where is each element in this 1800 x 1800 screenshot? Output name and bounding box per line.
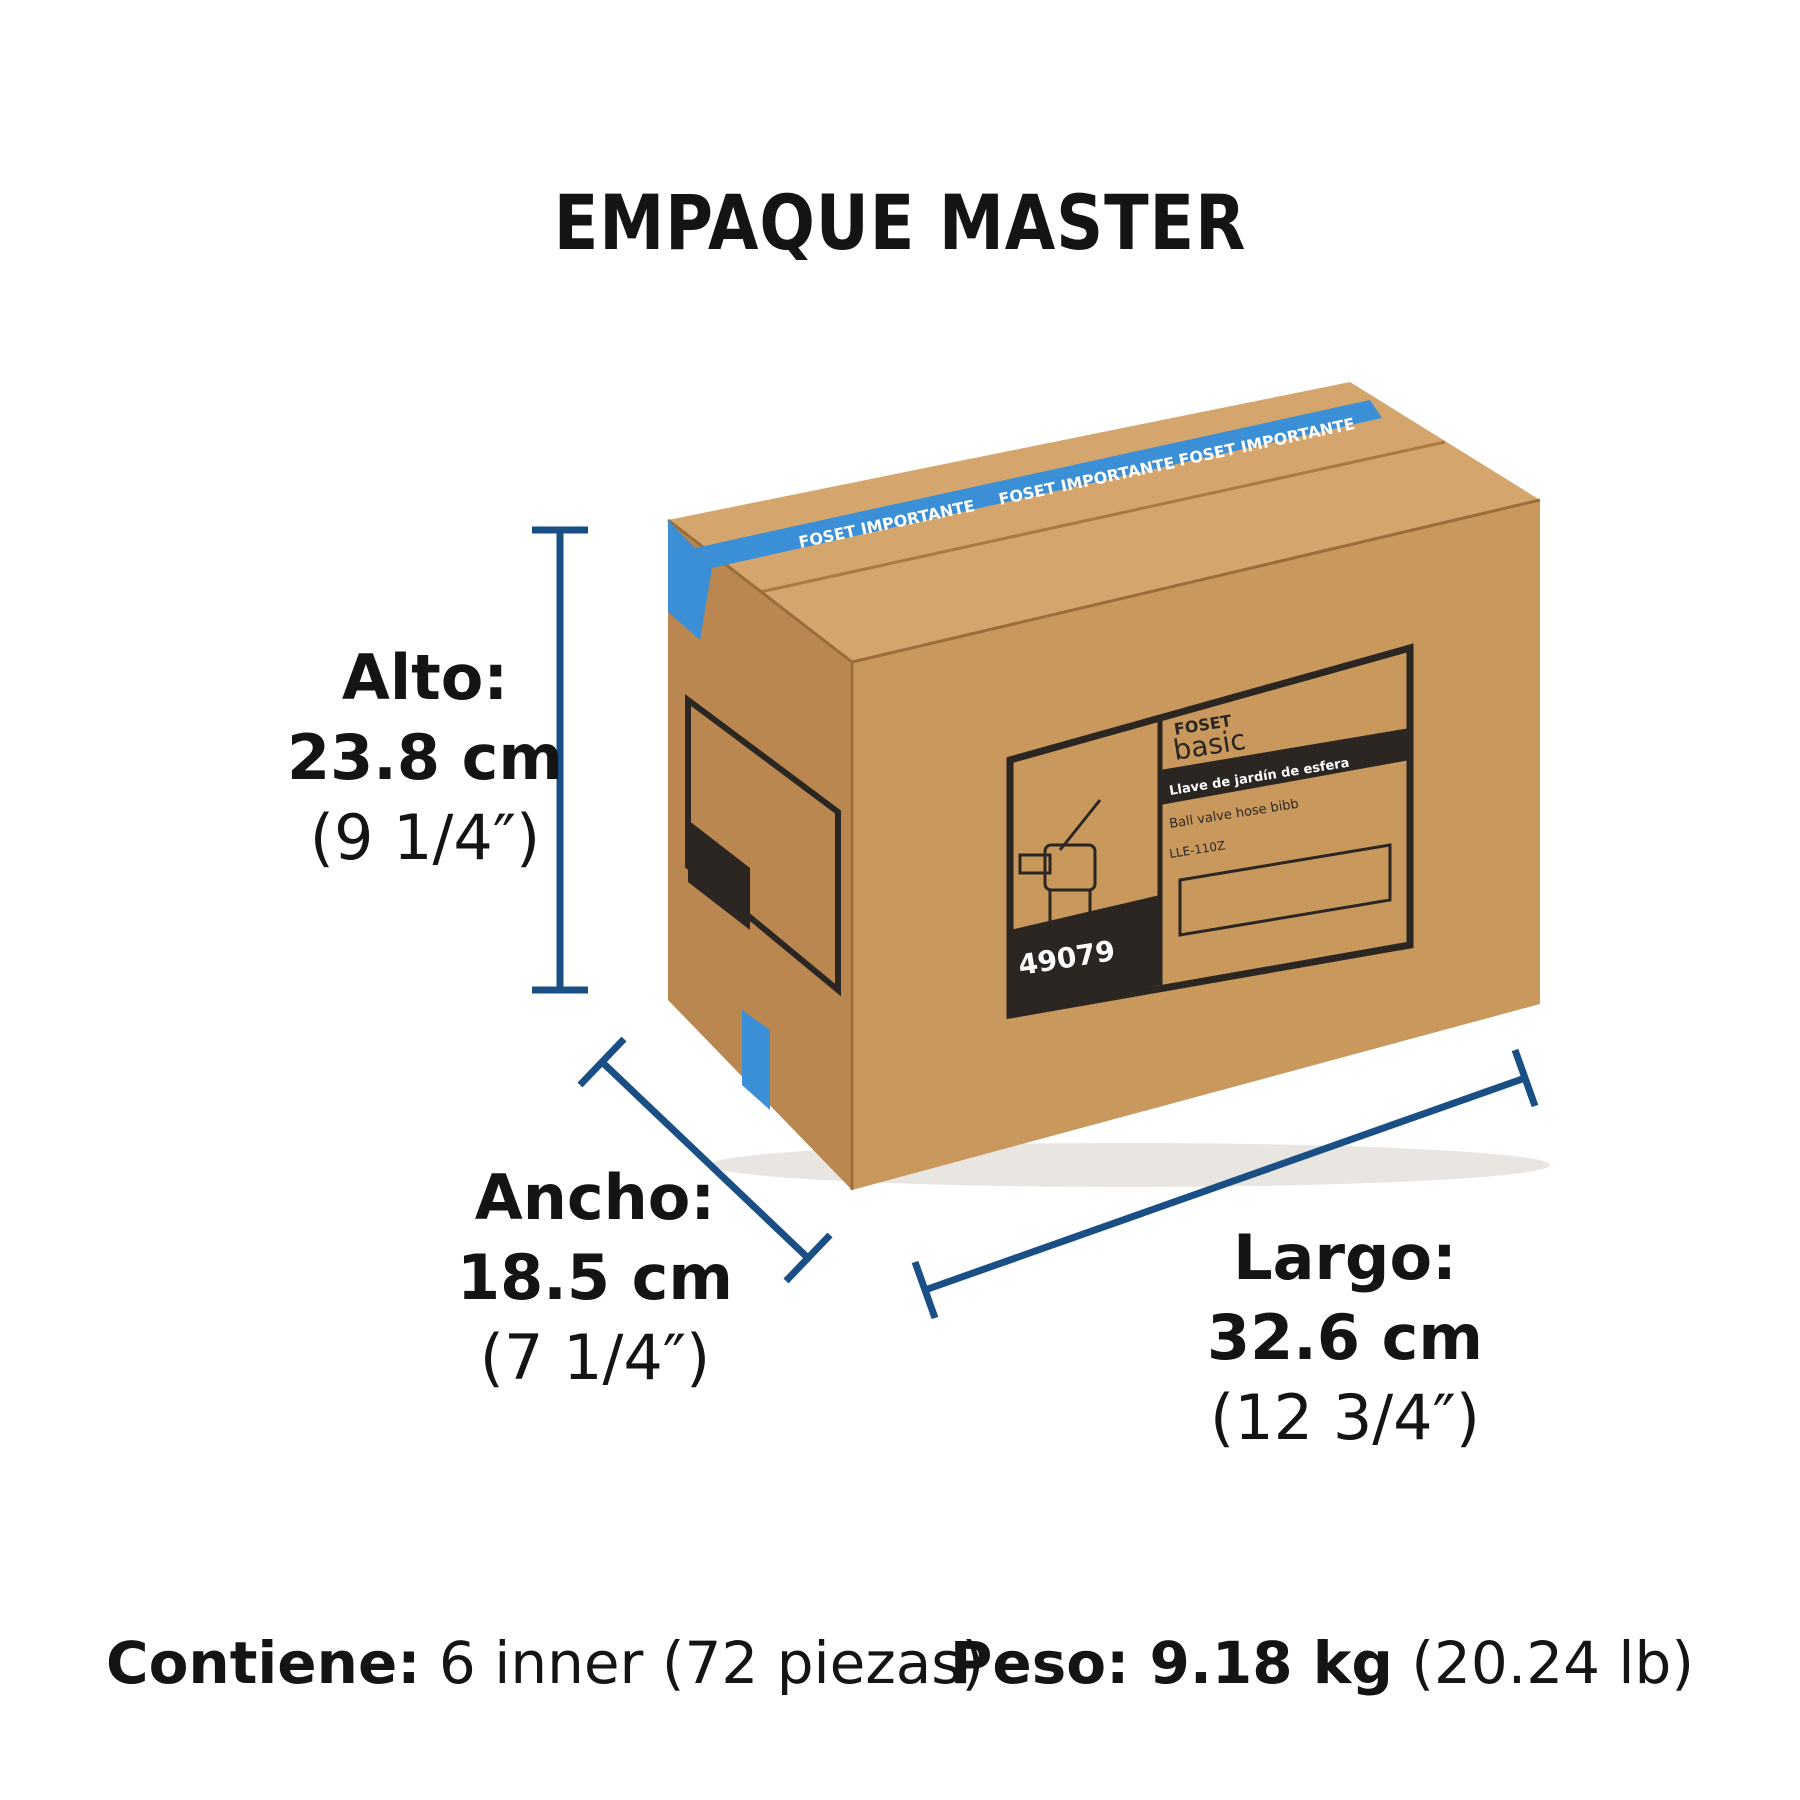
- tape-top: [695, 400, 1382, 568]
- weight-info: Peso: 9.18 kg (20.24 lb): [950, 1628, 1694, 1698]
- ancho-imperial: (7 1/4″): [479, 1321, 711, 1394]
- contents-info: Contiene: 6 inner (72 piezas): [106, 1628, 984, 1698]
- largo-metric: 32.6 cm: [1207, 1301, 1483, 1374]
- alto-metric: 23.8 cm: [287, 721, 563, 794]
- top-flap-seam: [759, 440, 1446, 594]
- box-side-face: [668, 520, 852, 1190]
- tape-side-bottom: [742, 1010, 770, 1110]
- ancho-label: Ancho:: [474, 1161, 716, 1234]
- alto-imperial: (9 1/4″): [309, 801, 541, 874]
- page-title: EMPAQUE MASTER: [553, 178, 1247, 267]
- contents-label: Contiene:: [106, 1629, 421, 1697]
- largo-line: [923, 1074, 1527, 1294]
- ancho-metric: 18.5 cm: [457, 1241, 733, 1314]
- valve-drawing: [1018, 799, 1102, 927]
- largo-label: Largo:: [1233, 1221, 1457, 1294]
- ancho-dimension: Ancho: 18.5 cm (7 1/4″): [430, 1158, 760, 1398]
- alto-dimension: Alto: 23.8 cm (9 1/4″): [270, 638, 580, 878]
- box-front-face: [852, 500, 1540, 1190]
- largo-dimension: Largo: 32.6 cm (12 3/4″): [1180, 1218, 1510, 1458]
- dimension-lines: [532, 526, 1539, 1320]
- largo-imperial: (12 3/4″): [1210, 1381, 1480, 1454]
- tape-side-top: [668, 520, 712, 640]
- box-top-face: [668, 382, 1540, 662]
- ancho-line: [599, 1059, 811, 1261]
- side-label: [685, 694, 841, 997]
- contents-value: 6 inner (72 piezas): [420, 1629, 985, 1697]
- barcode: [1178, 843, 1392, 937]
- weight-value: 9.18 kg: [1129, 1629, 1393, 1697]
- weight-label: Peso:: [949, 1629, 1130, 1697]
- weight-value-lb: (20.24 lb): [1392, 1629, 1694, 1697]
- alto-label: Alto:: [341, 641, 509, 714]
